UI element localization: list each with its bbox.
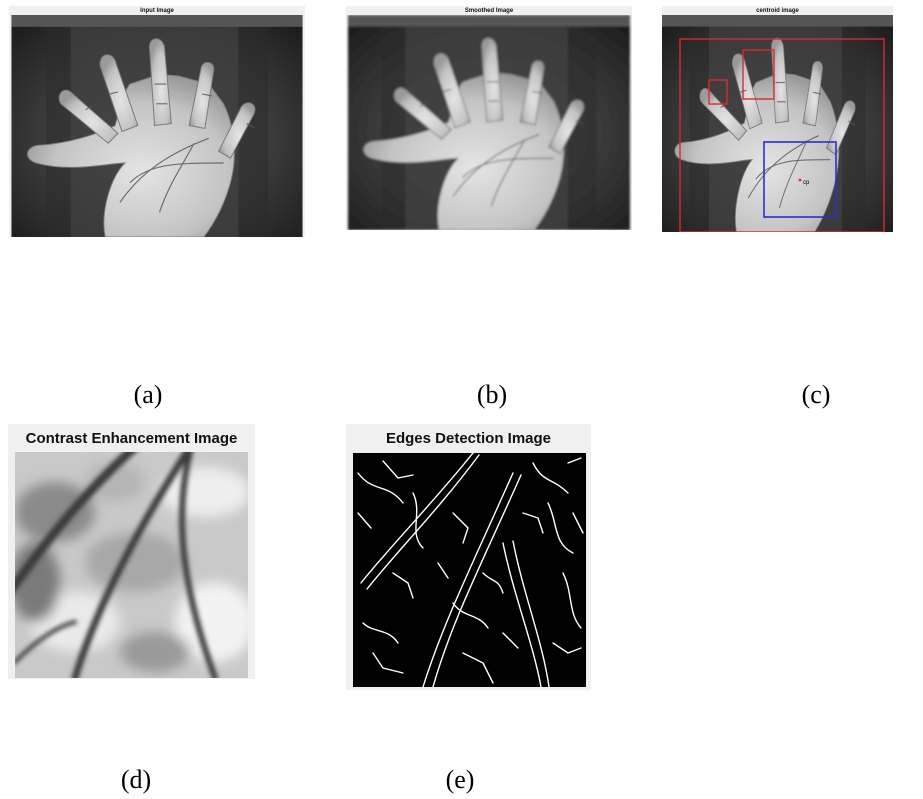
caption-a: (a): [133, 380, 163, 409]
finger-box-2: [742, 49, 775, 100]
contrast-enhancement-panel: Contrast Enhancement Image: [8, 424, 255, 679]
edges-detection-title: Edges Detection Image: [385, 430, 552, 447]
centroid-overlay: cp: [679, 38, 885, 232]
smoothed-image-title: Smoothed Image: [464, 8, 514, 14]
edges-detection-panel: Edges Detection Image: [346, 424, 591, 690]
caption-d: (d): [120, 765, 152, 794]
palm-roi-box: [763, 141, 837, 218]
caption-b: (b): [476, 380, 508, 409]
centroid-point: [798, 178, 802, 182]
caption-c: (c): [801, 380, 831, 409]
caption-e: (e): [445, 765, 475, 794]
centroid-image-panel: centroid image cp: [662, 6, 893, 232]
input-image-title: Input Image: [140, 8, 174, 14]
input-image-hand-photo: [10, 15, 304, 237]
hand-bounding-box: [679, 38, 885, 232]
smoothed-image-panel: Smoothed Image: [346, 6, 632, 230]
centroid-label: cp: [803, 180, 810, 186]
edges-detection-map: [353, 453, 586, 687]
input-image-panel: Input Image: [9, 6, 305, 237]
finger-box-1: [708, 79, 728, 105]
smoothed-image-hand-photo: [347, 15, 631, 230]
contrast-enhanced-palm: [15, 452, 248, 678]
contrast-enhancement-title: Contrast Enhancement Image: [25, 430, 238, 447]
centroid-image-title: centroid image: [756, 8, 799, 14]
